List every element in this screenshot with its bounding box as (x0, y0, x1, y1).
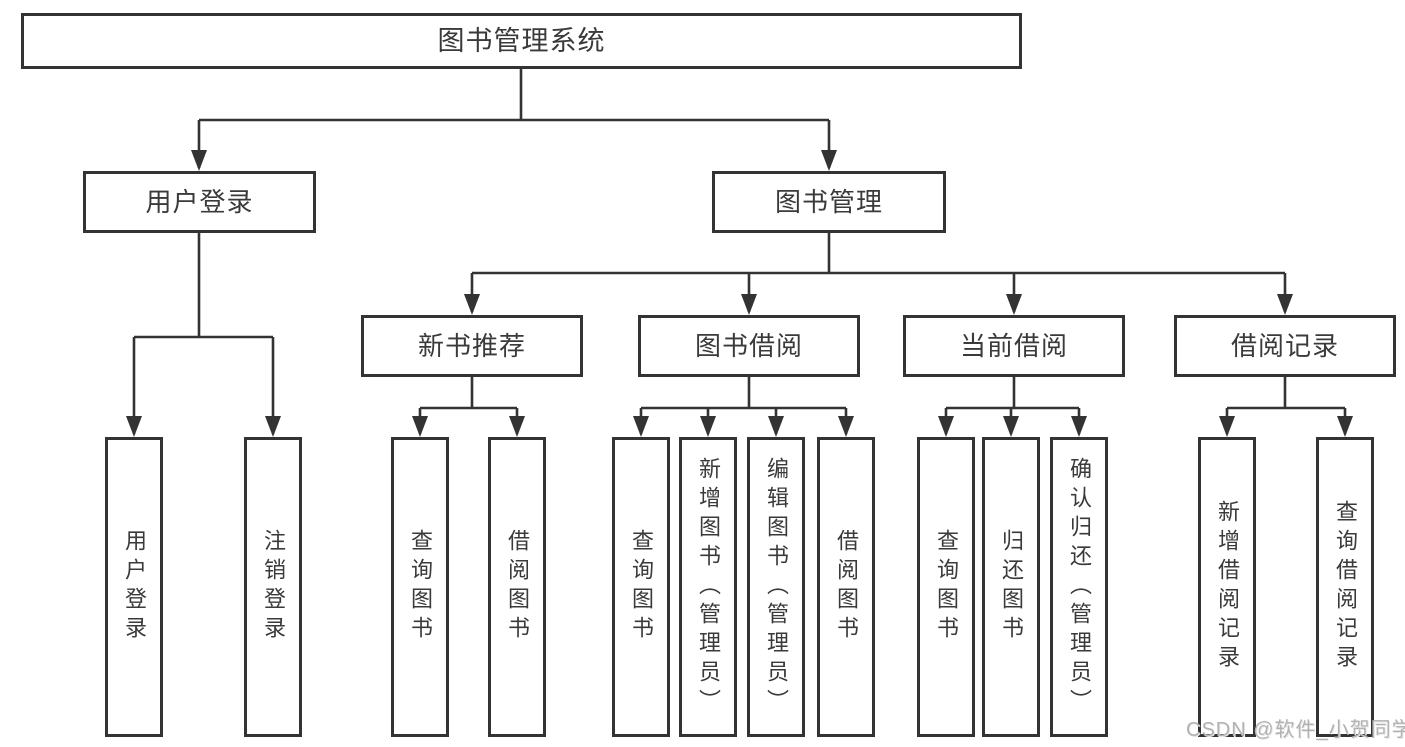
arrowhead-icon (1071, 416, 1087, 437)
node-leaf-bb-edit-books-admin: 编辑图书（管理员） (747, 437, 805, 737)
arrowhead-icon (1006, 294, 1022, 315)
arrowheads (126, 150, 1353, 437)
arrowhead-icon (1337, 416, 1353, 437)
arrowhead-icon (1277, 294, 1293, 315)
node-leaf-bb-add-books-admin: 新增图书（管理员） (679, 437, 737, 737)
node-leaf-nbr-borrow-books-label: 借阅图书 (505, 529, 530, 645)
node-book-borrow-label: 图书借阅 (694, 331, 803, 361)
connector-book-borrow-to-leaves (639, 377, 848, 434)
node-leaf-user-login-label: 用户登录 (122, 529, 147, 645)
node-leaf-bb-query-books: 查询图书 (612, 437, 670, 737)
node-leaf-nbr-query-books-label: 查询图书 (408, 529, 433, 645)
node-leaf-br-add-record-label: 新增借阅记录 (1215, 500, 1240, 674)
node-user-login: 用户登录 (83, 171, 316, 233)
node-leaf-br-add-record: 新增借阅记录 (1198, 437, 1256, 737)
arrowhead-icon (265, 416, 281, 437)
arrowhead-icon (412, 416, 428, 437)
node-leaf-br-query-record-label: 查询借阅记录 (1333, 500, 1358, 674)
arrowhead-icon (838, 416, 854, 437)
node-leaf-bb-edit-books-admin-label: 编辑图书（管理员） (764, 456, 789, 718)
arrowhead-icon (741, 294, 757, 315)
node-leaf-cb-return-books-label: 归还图书 (999, 529, 1024, 645)
node-leaf-cb-confirm-return-admin: 确认归还（管理员） (1050, 437, 1108, 737)
arrowhead-icon (938, 416, 954, 437)
connector-new-book-rec-to-leaves (418, 377, 519, 434)
arrowhead-icon (821, 150, 837, 171)
node-leaf-bb-add-books-admin-label: 新增图书（管理员） (696, 456, 721, 718)
node-leaf-nbr-query-books: 查询图书 (391, 437, 449, 737)
node-book-mgmt-label: 图书管理 (774, 187, 883, 217)
arrowhead-icon (509, 416, 525, 437)
node-leaf-logout: 注销登录 (244, 437, 302, 737)
node-root: 图书管理系统 (21, 13, 1022, 69)
node-root-label: 图书管理系统 (437, 25, 606, 56)
node-leaf-cb-return-books: 归还图书 (982, 437, 1040, 737)
node-leaf-cb-confirm-return-admin-label: 确认归还（管理员） (1067, 456, 1092, 718)
node-user-login-label: 用户登录 (145, 187, 254, 217)
node-leaf-bb-borrow-books: 借阅图书 (817, 437, 875, 737)
node-leaf-br-query-record: 查询借阅记录 (1316, 437, 1374, 737)
csdn-watermark: CSDN @软件_小贺同学 (1186, 719, 1405, 741)
node-book-borrow: 图书借阅 (638, 315, 860, 377)
connector-root-to-level2 (197, 69, 831, 168)
connector-book-mgmt-to-level3 (470, 233, 1287, 312)
arrowhead-icon (633, 416, 649, 437)
node-leaf-user-login: 用户登录 (105, 437, 163, 737)
arrowhead-icon (464, 294, 480, 315)
connector-user-login-to-leaves (132, 233, 275, 434)
arrowhead-icon (700, 416, 716, 437)
node-borrow-record-label: 借阅记录 (1230, 331, 1339, 361)
node-leaf-bb-query-books-label: 查询图书 (629, 529, 654, 645)
arrowhead-icon (191, 150, 207, 171)
connector-borrow-record-to-leaves (1225, 377, 1347, 434)
node-new-book-rec: 新书推荐 (361, 315, 583, 377)
node-book-mgmt: 图书管理 (712, 171, 946, 233)
arrowhead-icon (768, 416, 784, 437)
arrowhead-icon (126, 416, 142, 437)
node-new-book-rec-label: 新书推荐 (417, 331, 526, 361)
node-leaf-cb-query-books: 查询图书 (917, 437, 975, 737)
arrowhead-icon (1219, 416, 1235, 437)
node-current-borrow-label: 当前借阅 (959, 331, 1068, 361)
node-borrow-record: 借阅记录 (1174, 315, 1396, 377)
node-leaf-nbr-borrow-books: 借阅图书 (488, 437, 546, 737)
node-leaf-logout-label: 注销登录 (261, 529, 286, 645)
arrowhead-icon (1003, 416, 1019, 437)
node-leaf-bb-borrow-books-label: 借阅图书 (834, 529, 859, 645)
node-leaf-cb-query-books-label: 查询图书 (934, 529, 959, 645)
node-current-borrow: 当前借阅 (903, 315, 1125, 377)
